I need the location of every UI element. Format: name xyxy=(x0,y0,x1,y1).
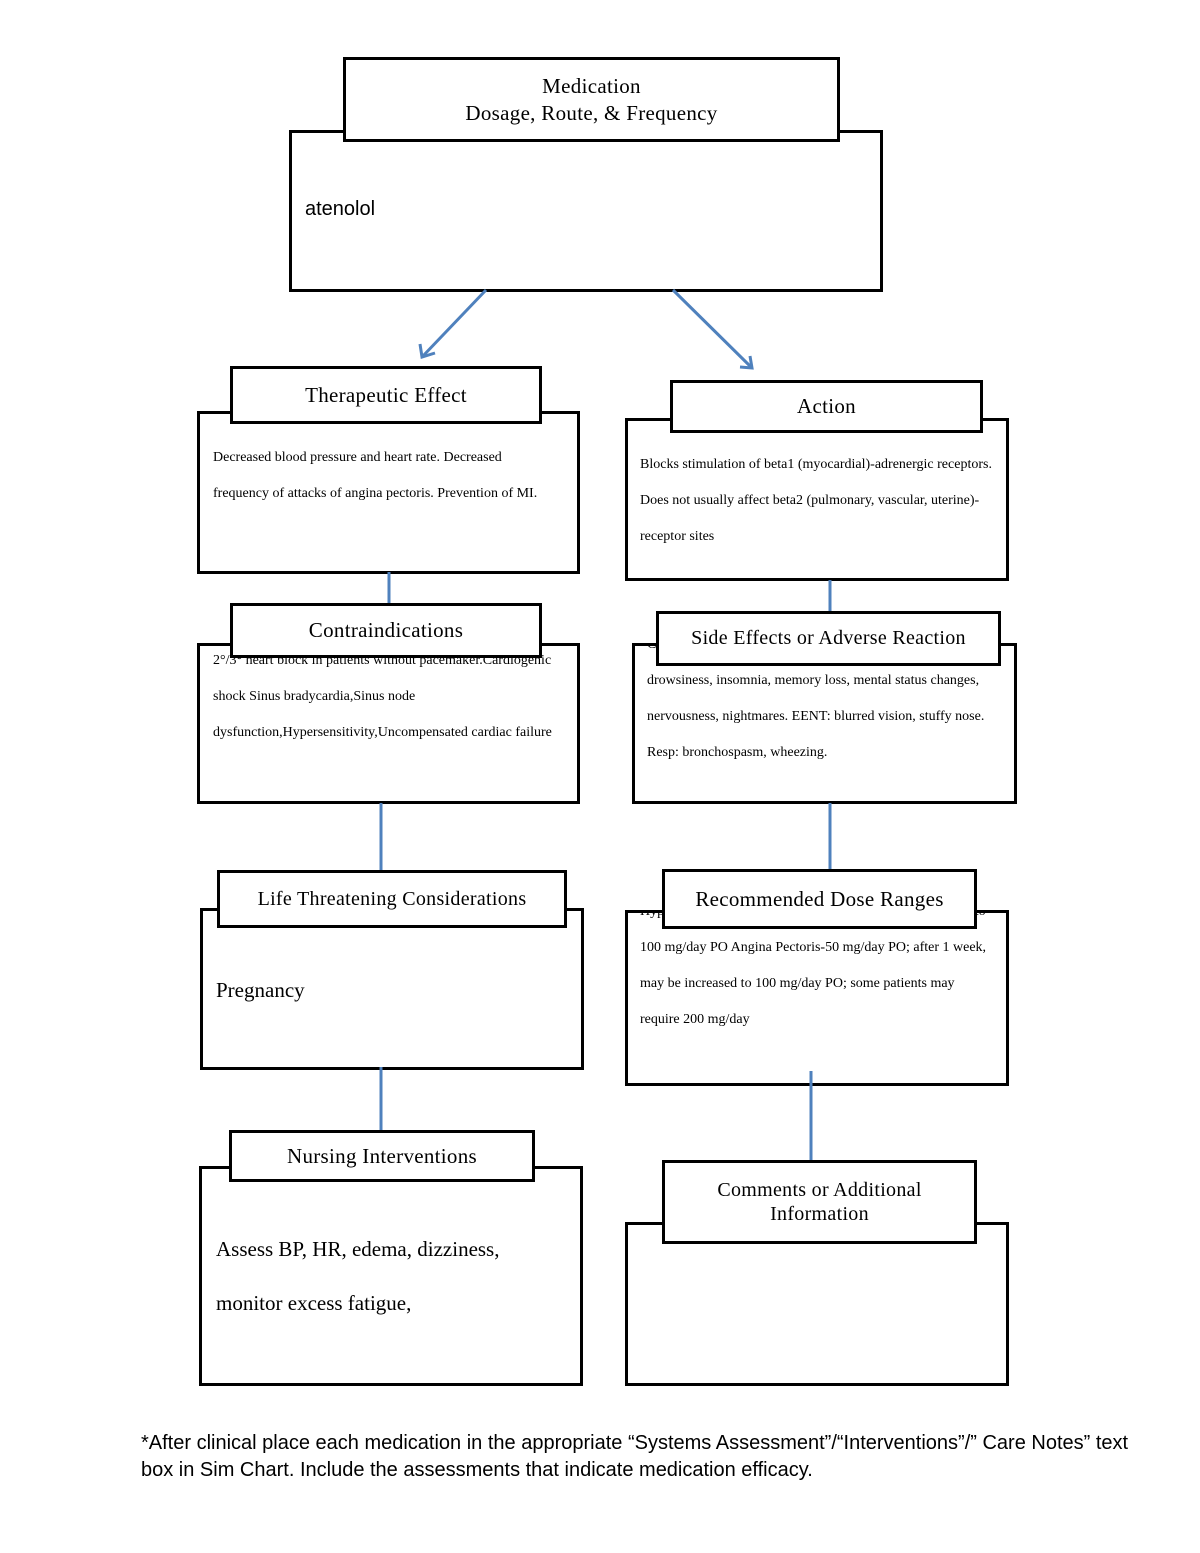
comments-title-line1: Comments or Additional xyxy=(717,1179,922,1201)
dose-ranges-box xyxy=(625,910,1009,1086)
action-box xyxy=(625,418,1009,581)
action-text: Blocks stimulation of beta1 (myocardial)… xyxy=(640,457,992,544)
side-effects-title: Side Effects or Adverse Reaction xyxy=(656,611,1001,666)
arrow-to-action xyxy=(671,288,754,370)
therapeutic-effect-title: Therapeutic Effect xyxy=(230,366,542,424)
arrowhead-left xyxy=(418,343,436,359)
medication-header-line1: Medication xyxy=(542,74,641,99)
life-threatening-title: Life Threatening Considerations xyxy=(217,870,567,928)
contraindications-title: Contraindications xyxy=(230,603,542,658)
dose-ranges-text: Hypertension-25-50 mg/day PO initially; … xyxy=(640,910,992,1060)
dose-ranges-text-content: Hypertension-25-50 mg/day PO initially; … xyxy=(640,910,987,1027)
contraindications-text: 2°/3° heart block in patients without pa… xyxy=(213,653,552,740)
nursing-line2: monitor excess fatigue, xyxy=(216,1291,412,1315)
comments-title: Comments or Additional Information xyxy=(662,1160,977,1244)
therapeutic-effect-box xyxy=(197,411,580,574)
comments-title-line2: Information xyxy=(770,1203,869,1225)
side-effects-box xyxy=(632,643,1017,804)
dose-ranges-title: Recommended Dose Ranges xyxy=(662,869,977,929)
medication-header: Medication Dosage, Route, & Frequency xyxy=(343,57,840,142)
action-title: Action xyxy=(670,380,983,433)
nursing-line1: Assess BP, HR, edema, dizziness, xyxy=(216,1237,500,1261)
medication-header-line2: Dosage, Route, & Frequency xyxy=(465,100,718,125)
footnote: *After clinical place each medication in… xyxy=(141,1432,1129,1481)
life-threatening-text: Pregnancy xyxy=(216,978,305,1002)
medication-name: atenolol xyxy=(305,198,376,220)
arrowhead-right xyxy=(739,355,754,370)
life-threatening-box xyxy=(200,908,584,1070)
contraindications-box xyxy=(197,643,580,804)
arrow-to-therapeutic-effect xyxy=(420,288,488,359)
therapeutic-effect-text: Decreased blood pressure and heart rate.… xyxy=(213,450,538,501)
nursing-title: Nursing Interventions xyxy=(229,1130,535,1182)
comments-box xyxy=(625,1222,1009,1386)
